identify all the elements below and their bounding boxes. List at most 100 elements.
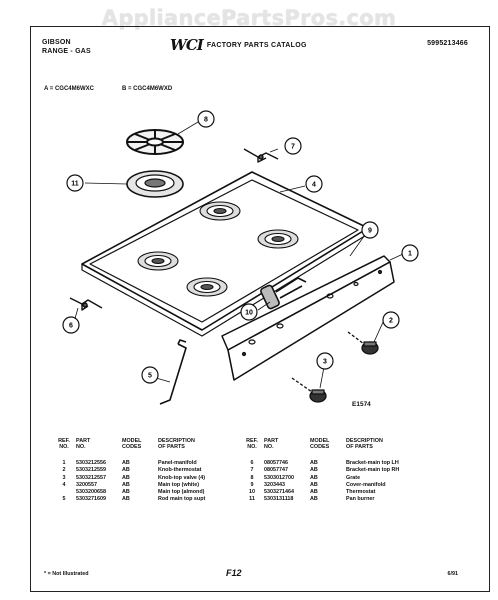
model-codes-cell: AB [310, 496, 318, 503]
description-header: DESCRIPTION OF PARTS [158, 438, 195, 451]
model-codes-cell: AB [310, 489, 318, 496]
ref-no-cell: 7 [250, 467, 254, 474]
ref-no-cell: 3 [62, 474, 66, 481]
table-row: 9 3203443 AB Cover-manifold [240, 482, 436, 489]
catalog-number: 5995213466 [427, 40, 468, 47]
svg-text:11: 11 [71, 181, 79, 188]
catalog-title: FACTORY PARTS CATALOG [206, 41, 307, 49]
callout-7: 7 [284, 137, 302, 155]
part-no-cell: 3200557 [76, 481, 97, 488]
description-cell: Knob-thermostat [158, 467, 202, 474]
model-codes-cell: AB [122, 474, 130, 481]
figure-id: E1574 [352, 401, 371, 408]
ref-no-cell: 10 [249, 489, 255, 496]
part-no-cell: 5303212556 [76, 459, 106, 466]
description-cell: Bracket-main top LH [346, 459, 399, 466]
support-rod-part [159, 339, 187, 405]
ref-no-cell: 5 [62, 496, 66, 503]
model-codes-header: MODEL CODES [122, 438, 142, 451]
callout-8: 8 [197, 110, 215, 128]
table-row: 6 08057746 AB Bracket-main top LH [240, 460, 436, 467]
brand-name: GIBSON [42, 39, 71, 46]
grate-part [126, 129, 184, 155]
svg-text:10: 10 [245, 310, 253, 317]
callout-5: 5 [141, 366, 159, 384]
callout-3: 3 [316, 352, 334, 370]
svg-text:7: 7 [291, 144, 295, 151]
knob-parts [291, 331, 379, 403]
description-cell: Grate [346, 474, 361, 481]
ref-no-cell: 11 [249, 496, 255, 503]
part-no-cell: 3203443 [264, 481, 285, 488]
part-no-header: PART NO. [264, 438, 279, 451]
product-name: RANGE - GAS [42, 48, 91, 55]
callout-11: 11 [66, 174, 84, 192]
ref-no-header: REF. NO. [58, 438, 70, 451]
ref-no-cell: 1 [62, 459, 66, 466]
description-cell: Knob-top valve (4) [158, 474, 206, 481]
pan-burner-part [126, 170, 184, 198]
table-row: 3 5303212557 AB Knob-top valve (4) [52, 475, 244, 482]
description-cell: Cover-manifold [346, 481, 386, 488]
footnote: * = Not Illustrated [44, 571, 89, 577]
ref-no-cell: 8 [250, 474, 254, 481]
callout-10: 10 [240, 303, 258, 321]
table-row: 4 3200557 AB Main top (white) [52, 482, 244, 489]
ref-no-cell: 4 [62, 481, 66, 488]
callout-2: 2 [382, 311, 400, 329]
description-cell: Main top (white) [158, 481, 200, 488]
model-codes-cell: AB [310, 459, 318, 466]
model-codes-cell: AB [122, 481, 130, 488]
svg-text:8: 8 [204, 117, 208, 124]
description-header: DESCRIPTION OF PARTS [346, 438, 383, 451]
svg-text:3: 3 [323, 359, 327, 366]
description-cell: Panel-manifold [158, 459, 197, 466]
part-no-header: PART NO. [76, 438, 91, 451]
manifold-panel-part [221, 255, 395, 381]
svg-text:1: 1 [408, 251, 412, 258]
part-no-cell: 5303200658 [76, 489, 106, 496]
description-cell: Main top (almond) [158, 489, 205, 496]
thermostat-part [260, 277, 307, 310]
model-codes-cell: AB [310, 481, 318, 488]
ref-no-cell: 6 [250, 459, 254, 466]
table-header: REF. NO. PART NO. MODEL CODES DESCRIPTIO… [240, 438, 436, 460]
part-no-cell: 5303131118 [264, 496, 294, 503]
part-no-cell: 5303212559 [76, 467, 106, 474]
table-row: 1 5303212556 AB Panel-manifold [52, 460, 244, 467]
part-no-cell: 08057747 [264, 467, 288, 474]
description-cell: Pan burner [346, 496, 375, 503]
part-no-cell: 5303212557 [76, 474, 106, 481]
svg-text:4: 4 [312, 182, 316, 189]
svg-text:5: 5 [148, 373, 152, 380]
callout-1: 1 [401, 244, 419, 262]
parts-table-left: REF. NO. PART NO. MODEL CODES DESCRIPTIO… [52, 438, 244, 504]
page-border [30, 26, 490, 592]
table-row: 5303200658 AB Main top (almond) [52, 489, 244, 496]
callout-6: 6 [62, 316, 80, 334]
description-cell: Bracket-main top RH [346, 467, 400, 474]
callout-4: 4 [305, 175, 323, 193]
bracket-rh-part [243, 148, 279, 163]
svg-text:2: 2 [389, 318, 393, 325]
svg-text:6: 6 [69, 323, 73, 330]
model-codes-cell: AB [122, 459, 130, 466]
ref-no-cell: 9 [250, 481, 254, 488]
part-no-cell: 08057746 [264, 459, 288, 466]
description-cell: Thermostat [346, 489, 376, 496]
model-codes-cell: AB [122, 489, 130, 496]
ref-no-header: REF. NO. [246, 438, 258, 451]
description-cell: Rod main top supt [158, 496, 206, 503]
part-no-cell: 5303012700 [264, 474, 294, 481]
model-codes-header: MODEL CODES [310, 438, 330, 451]
page-code: F12 [226, 568, 242, 578]
model-a-label: A = CGC4M6WXC [44, 86, 94, 92]
